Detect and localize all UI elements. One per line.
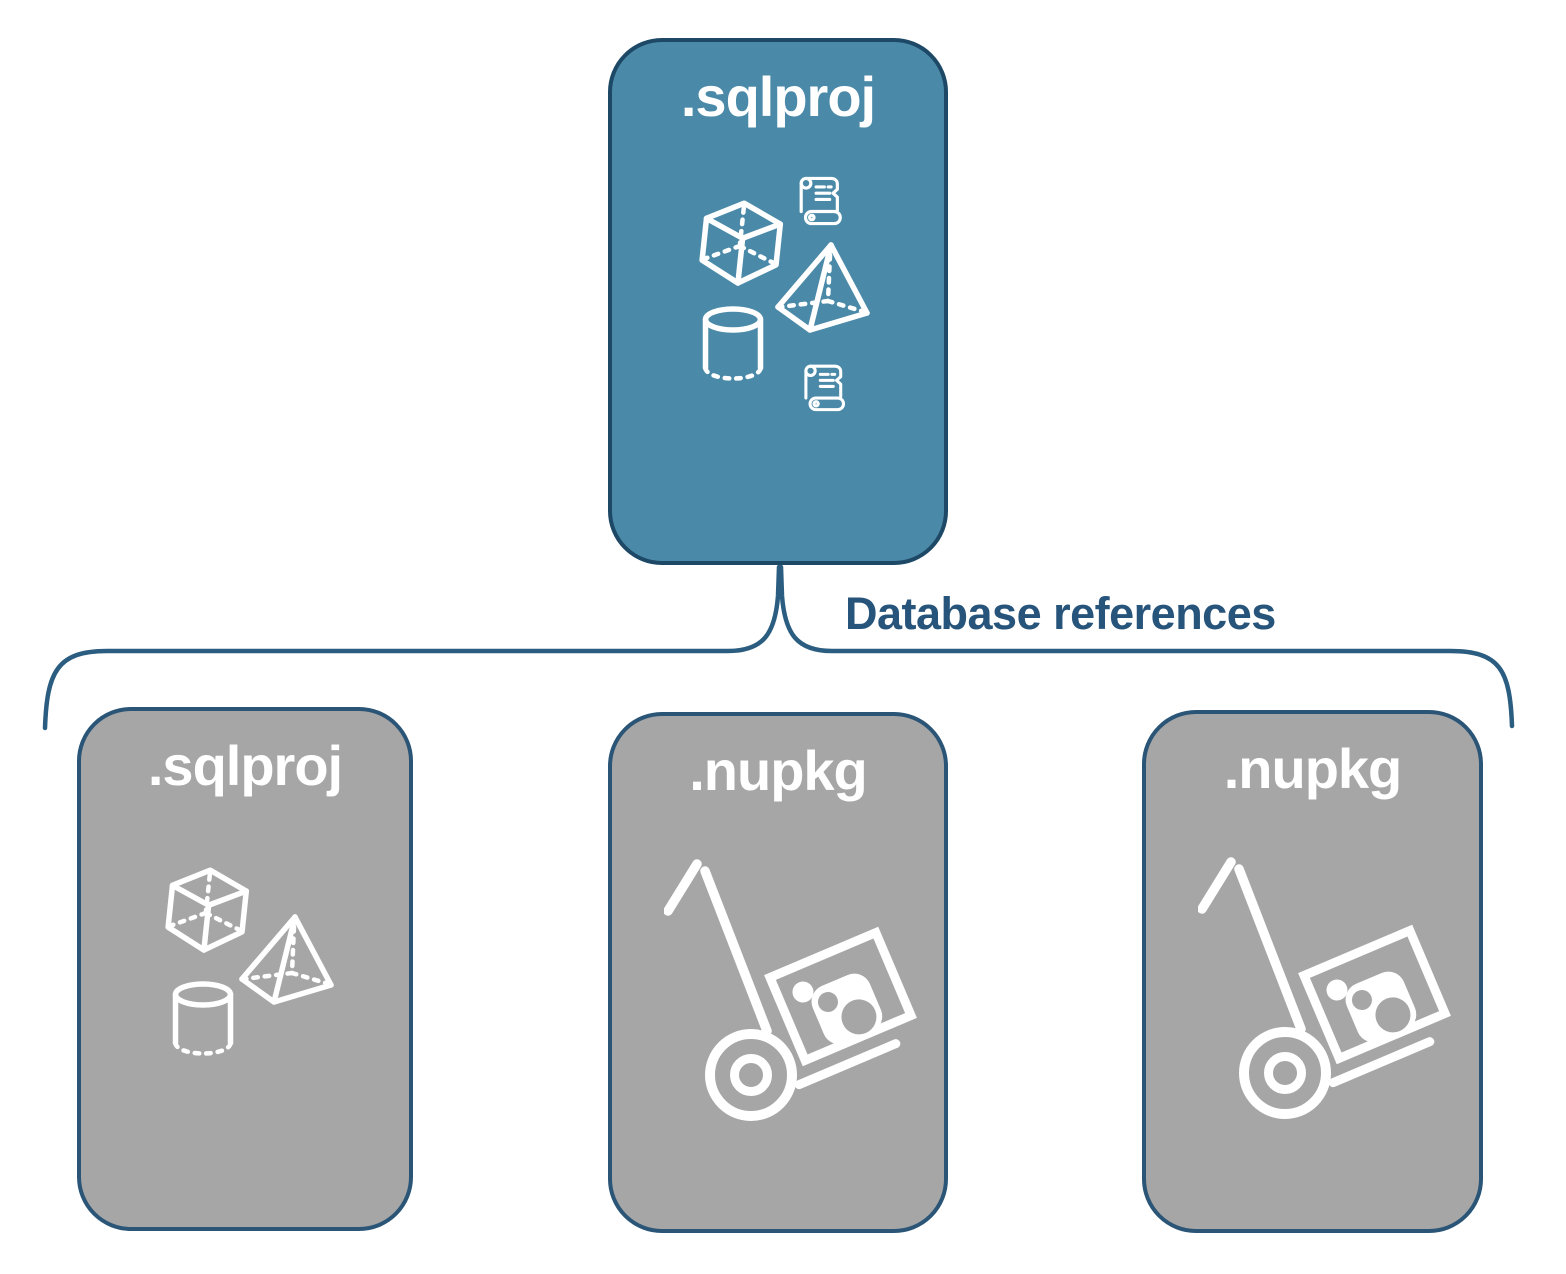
pyramid-icon: [774, 239, 874, 334]
script-scroll-icon: [798, 358, 850, 413]
child-node-label: .nupkg: [1223, 737, 1403, 800]
pyramid-icon: [238, 911, 338, 1006]
child-node-nupkg: .nupkg: [608, 712, 948, 1233]
package-dolly-icon: [1198, 848, 1453, 1123]
child-node-nupkg: .nupkg: [1142, 710, 1483, 1233]
cube-icon: [694, 198, 786, 290]
child-node-label: .sqlproj: [147, 734, 343, 797]
edge-label: Database references: [845, 588, 1276, 639]
root-node-label: .sqlproj: [680, 65, 876, 128]
child-node-label: .nupkg: [689, 739, 868, 802]
cylinder-icon: [700, 306, 766, 384]
child-node-sqlproj: .sqlproj: [77, 707, 413, 1231]
package-dolly-icon: [664, 850, 919, 1125]
cylinder-icon: [170, 981, 236, 1059]
root-node-sqlproj: .sqlproj: [608, 38, 948, 565]
script-scroll-icon: [793, 170, 847, 227]
